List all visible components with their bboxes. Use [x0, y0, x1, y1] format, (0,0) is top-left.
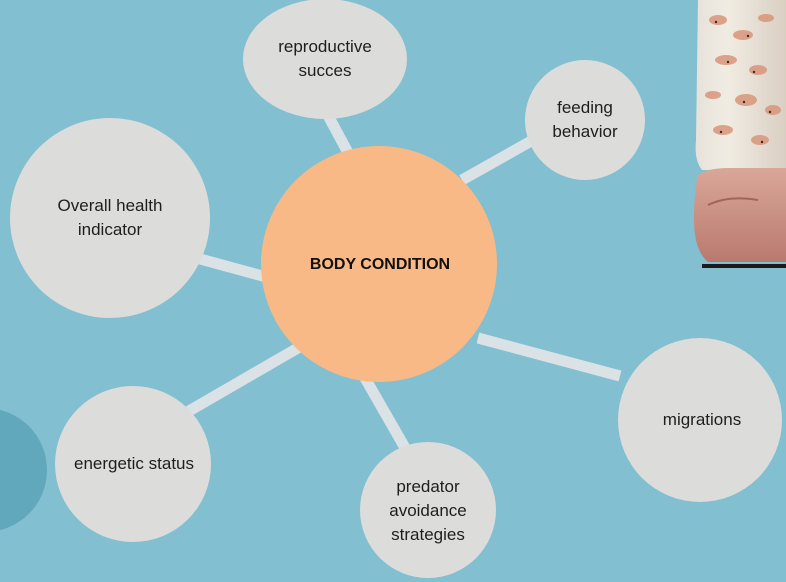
- node-overall-health-circle: [10, 118, 210, 318]
- node-migrations-circle: [618, 338, 782, 502]
- node-feeding-circle: [525, 60, 645, 180]
- node-label-reproductive: reproductive succes: [278, 37, 372, 80]
- krill-jar-photo: [688, 0, 786, 275]
- corner-circle: [0, 409, 47, 531]
- node-label-feeding: feeding behavior: [552, 98, 618, 141]
- node-label-predator: predator avoidance strategies: [389, 477, 467, 544]
- connectors: [167, 105, 622, 456]
- center-label: BODY CONDITION: [309, 256, 451, 273]
- connector-overall-health: [198, 253, 272, 284]
- center-node-circle: [261, 146, 497, 382]
- connector-energetic: [167, 340, 306, 427]
- connector-migrations: [476, 332, 622, 382]
- node-label-energetic: energetic status: [73, 454, 194, 473]
- node-label-overall-health: Overall health indicator: [57, 196, 163, 239]
- node-label-migrations: migrations: [662, 410, 742, 429]
- node-predator-circle: [360, 442, 496, 578]
- node-reproductive-circle-shape: [243, 0, 407, 119]
- connector-predator: [360, 375, 413, 456]
- node-energetic-circle: [55, 386, 211, 542]
- connector-feeding: [459, 135, 536, 185]
